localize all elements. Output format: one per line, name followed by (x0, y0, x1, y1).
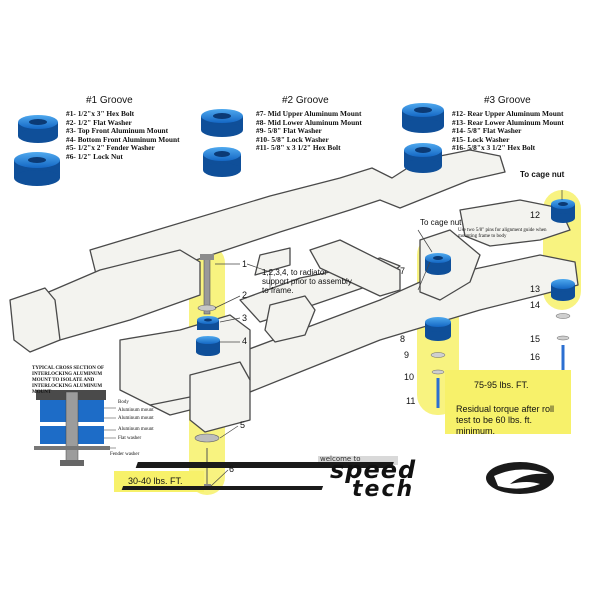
part-number-3: 3 (242, 313, 248, 323)
part-number-10: 10 (404, 372, 415, 382)
legend-item: #4- Bottom Front Aluminum Mount (66, 134, 180, 144)
group2-legend: #7- Mid Upper Aluminum Mount #8- Mid Low… (256, 109, 362, 153)
frame-x-member-1 (309, 239, 401, 297)
logo-tech: tech (352, 477, 415, 502)
part-number-2: 2 (242, 290, 248, 300)
part-number-16: 16 (530, 352, 541, 362)
cross-section-label: Body (118, 400, 129, 405)
callout-radiator-note: 1,2,3,4, to radiator support prior to as… (262, 268, 352, 295)
cross-section-drawing (34, 390, 116, 466)
part-number-4: 4 (242, 336, 248, 346)
cross-section-label: Flat washer (118, 436, 142, 441)
frame-x-member-2 (254, 247, 291, 276)
washer-2 (197, 304, 217, 312)
part-number-1: 1 (242, 259, 248, 269)
legend-item: #12- Rear Upper Aluminum Mount (452, 109, 564, 118)
cross-section-label: Aluminum mount (118, 416, 154, 421)
group3-legend: #12- Rear Upper Aluminum Mount #13- Rear… (452, 109, 564, 153)
legend-item: #1- 1/2"x 3" Hex Bolt (66, 109, 135, 118)
legend-item: #6- 1/2" Lock Nut (66, 151, 123, 161)
part-number-13: 13 (530, 284, 541, 294)
frame-rear-extension (459, 199, 571, 247)
callout-alignment-note: Use two 5/8" pins for alignment guide wh… (458, 228, 547, 239)
engine-mount-bracket (264, 295, 316, 343)
part-number-15: 15 (530, 334, 541, 344)
part-number-8: 8 (400, 334, 406, 344)
legend-item: #11- 5/8" x 3 1/2" Hex Bolt (256, 143, 341, 153)
torque-front: 30-40 lbs. FT. (128, 476, 183, 486)
rear-mount-stack (551, 199, 575, 375)
legend-mounts-group3 (402, 103, 444, 173)
callout-to-cage-nut-mid: To cage nut (420, 218, 462, 227)
legend-item: #9- 5/8" Flat Washer (256, 126, 322, 136)
frame-far-rail (89, 149, 506, 291)
callout-to-cage-nut-rear: To cage nut (520, 170, 565, 179)
torque-box-rear (445, 370, 571, 434)
legend-item: #13- Rear Lower Aluminum Mount (452, 117, 564, 127)
frame-front-left-box (9, 287, 61, 353)
legend-item: #16- 5/8"x 3 1/2" Hex Bolt (452, 143, 536, 153)
mid-mount-stack (425, 253, 451, 408)
torque-rear-note: Residual torque after roll test to be 60… (456, 404, 555, 436)
group3-title: #3 Groove (484, 95, 531, 106)
group2-title: #2 Groove (282, 95, 329, 106)
logo-speed: speed (330, 456, 417, 484)
legend-item: #7- Mid Upper Aluminum Mount (256, 109, 362, 118)
legend-mounts-group2 (201, 109, 243, 177)
speedtech-logo-graphic (121, 456, 554, 494)
part-number-7: 7 (400, 266, 406, 276)
part-number-9: 9 (404, 350, 410, 360)
cross-section-label: Aluminum mount (118, 427, 154, 432)
part-number-12: 12 (530, 210, 541, 220)
leader-lines (210, 190, 563, 487)
legend-item: #5- 1/2"x 2" Fender Washer (66, 143, 155, 153)
fender-washer-5 (194, 433, 220, 443)
ladder-frame (9, 149, 579, 433)
group1-legend: #1- 1/2"x 3" Hex Bolt #2- 1/2" Flat Wash… (66, 109, 180, 162)
cross-section-label: Fender washer (110, 452, 140, 457)
group1-title: #1 Groove (86, 95, 133, 106)
legend-item: #14- 5/8" Flat Washer (452, 126, 522, 136)
frame-torque-box (189, 361, 251, 433)
legend-mounts-group1 (14, 115, 60, 186)
legend-item: #10- 5/8" Lock Washer (256, 134, 329, 144)
legend-item: #2- 1/2" Flat Washer (66, 117, 132, 127)
torque-rear-value: 75-95 lbs. FT. (474, 380, 529, 390)
cross-section-title: TYPICAL CROSS SECTION OF INTERLOCKING AL… (32, 366, 104, 395)
logo-welcome: welcome to (320, 455, 361, 463)
legend-item: #15- Lock Washer (452, 134, 510, 144)
part-number-5: 5 (240, 420, 246, 430)
part-number-6: 6 (229, 464, 235, 474)
legend-item: #8- Mid Lower Aluminum Mount (256, 117, 362, 127)
part-number-11: 11 (406, 396, 416, 406)
part-number-14: 14 (530, 300, 541, 310)
legend-item: #3- Top Front Aluminum Mount (66, 126, 169, 136)
cross-section-label: Aluminum mount (118, 408, 154, 413)
logo-swirl-icon (486, 462, 554, 494)
